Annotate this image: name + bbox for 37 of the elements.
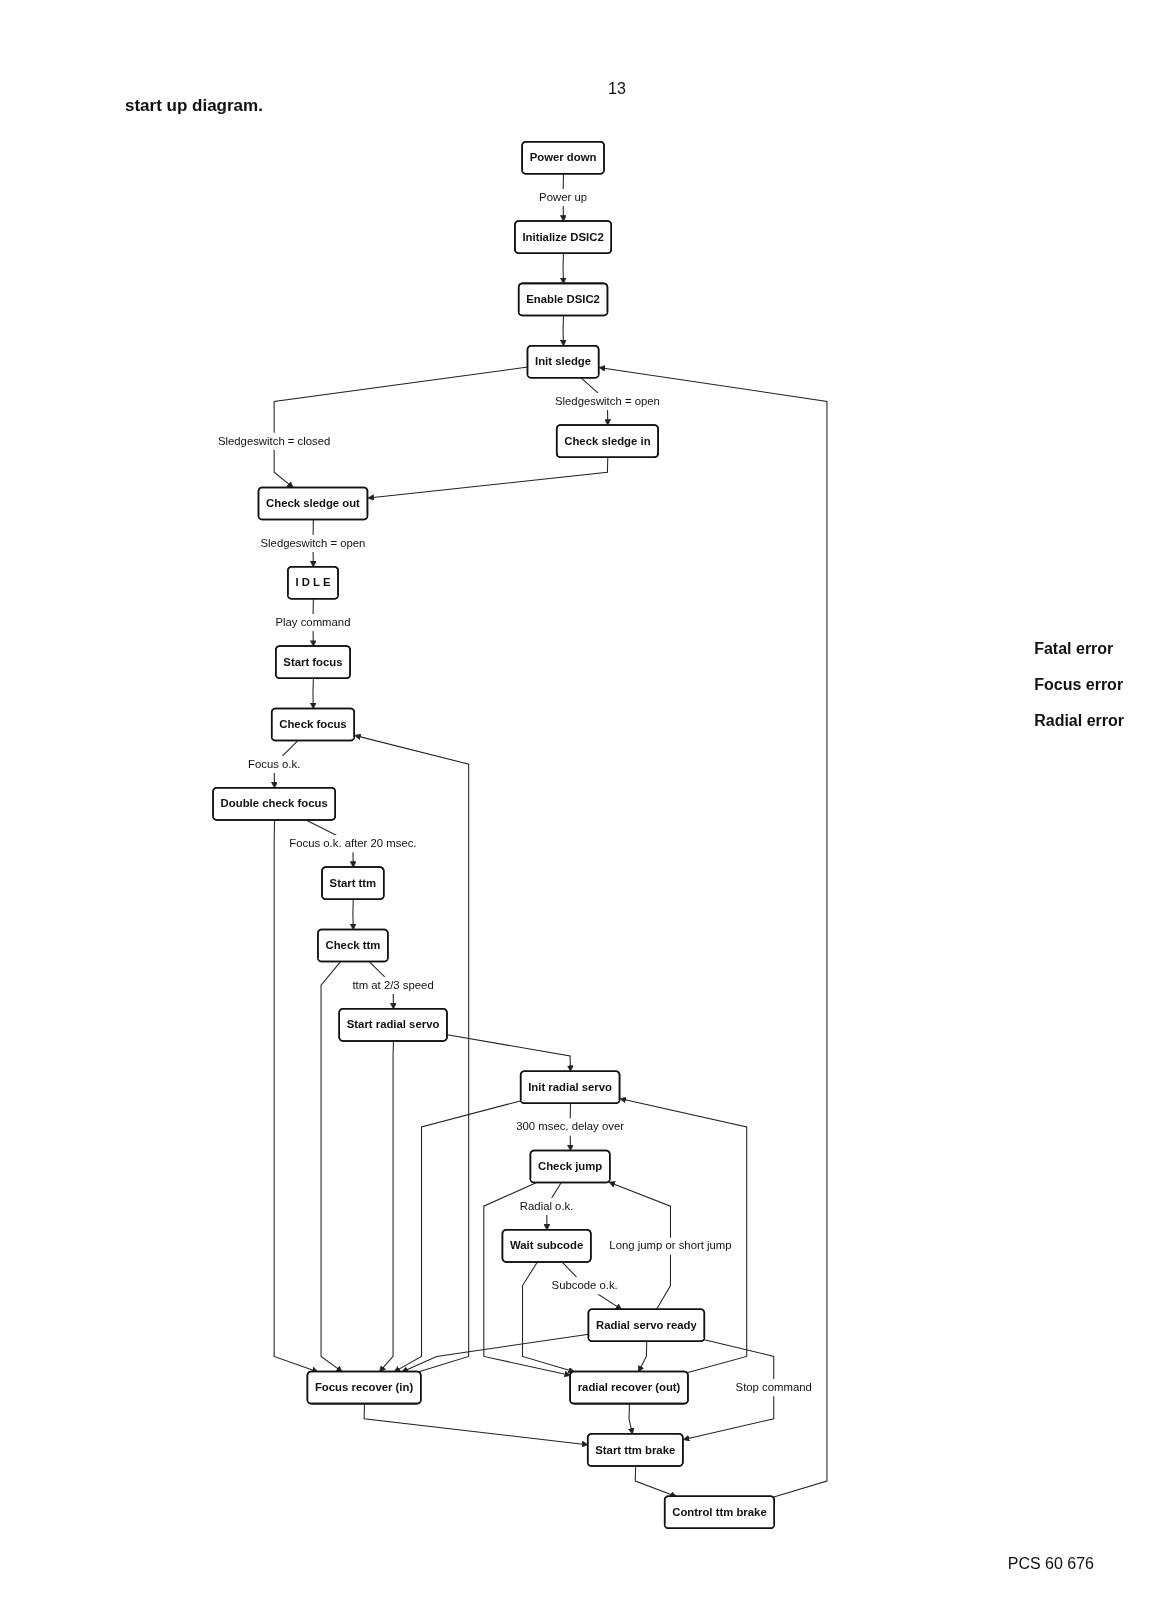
arrow: [522, 1261, 575, 1374]
edge-label: ttm at 2/3 speed: [352, 978, 434, 992]
edge-label: Sledgeswitch = open: [554, 394, 660, 408]
edge-label: Long jump or short jump: [609, 1238, 732, 1252]
arrow: [559, 315, 567, 347]
edge-label: Sledgeswitch = closed: [217, 434, 331, 447]
arrow: [638, 1341, 648, 1373]
arrow: [598, 365, 828, 1498]
edge-label: Focus o.k.: [247, 757, 301, 771]
arrow: [634, 1465, 677, 1498]
arrow: [619, 1096, 748, 1374]
edge-label: Play command: [275, 615, 351, 629]
arrow: [627, 1403, 635, 1435]
note-text: Focus error: [1034, 676, 1124, 694]
edge-label: Stop command: [735, 1380, 812, 1394]
arrow: [446, 1034, 574, 1072]
arrow: [367, 457, 609, 501]
arrow: [354, 733, 470, 1373]
arrow: [309, 678, 317, 710]
arrow: [393, 1100, 522, 1373]
arrow: [349, 899, 357, 931]
edge-label: 300 msec. delay over: [516, 1119, 624, 1133]
edge-label: Subcode o.k.: [551, 1278, 618, 1292]
page-number: 13: [608, 80, 626, 98]
note-text: Radial error: [1034, 712, 1124, 730]
arrow: [608, 1181, 671, 1311]
note-text: Fatal error: [1034, 640, 1115, 658]
edge-label: Sledgeswitch = open: [260, 536, 366, 549]
edge-label: Power up: [539, 190, 588, 204]
edge-label: Focus o.k. after 20 msec.: [289, 836, 417, 850]
arrow: [682, 1339, 775, 1442]
arrow: [559, 253, 567, 285]
document-number: PCS 60 676: [1007, 1555, 1094, 1573]
arrow: [379, 1040, 394, 1373]
edge-label: Radial o.k.: [519, 1199, 574, 1213]
diagram-title: start up diagram.: [125, 96, 263, 116]
arrow: [320, 961, 343, 1373]
